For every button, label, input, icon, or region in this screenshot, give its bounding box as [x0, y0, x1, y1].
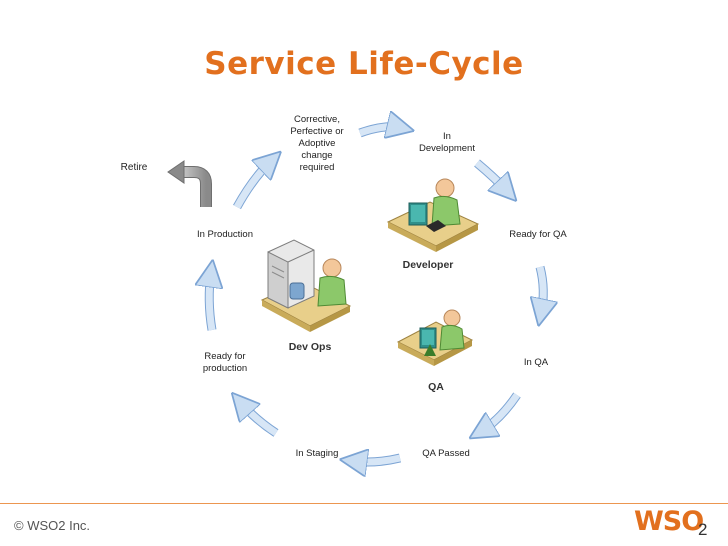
- role-qa-label: QA: [428, 381, 444, 393]
- footer-divider: [0, 503, 728, 504]
- stage-in-production-label: In Production: [197, 229, 253, 240]
- retire-arrow-icon: [167, 160, 212, 207]
- role-developer-label: Developer: [402, 259, 454, 271]
- stage-ready-for-production-label: Ready for production: [202, 351, 248, 374]
- stage-in-staging-label: In Staging: [295, 448, 339, 459]
- dev-ops-figure-icon: [260, 239, 352, 332]
- stage-in-qa-label: In QA: [523, 357, 549, 368]
- copyright-text: © WSO2 Inc.: [14, 518, 91, 533]
- developer-figure-icon: [386, 178, 480, 252]
- logo-text: WSO: [634, 506, 704, 537]
- stage-ready-for-qa-label: Ready for QA: [509, 229, 567, 240]
- role-dev-ops-label: Dev Ops: [288, 341, 332, 353]
- stage-corrective-label: Corrective, Perfective or Adoptive chang…: [290, 114, 344, 173]
- stage-qa-passed-label: QA Passed: [422, 448, 470, 459]
- cycle-arrow-staging: [352, 458, 402, 462]
- cycle-arrow-qa-passed: [480, 392, 521, 432]
- cycle-arrow-in-qa: [540, 265, 543, 314]
- cycle-arrow-dev: [358, 127, 402, 133]
- cycle-arrow-ready-prod: [240, 402, 279, 437]
- stage-retire-label: Retire: [120, 162, 148, 173]
- wso2-logo: WSO 2: [634, 506, 714, 542]
- qa-figure-icon: [396, 309, 474, 366]
- cycle-arrow-change: [233, 160, 272, 210]
- stage-in-development-label: In Development: [419, 131, 475, 154]
- logo-subscript: 2: [698, 520, 708, 539]
- cycle-arrow-qa-ready: [474, 159, 508, 192]
- page-title: Service Life-Cycle: [204, 46, 524, 82]
- cycle-arrow-production: [209, 272, 212, 331]
